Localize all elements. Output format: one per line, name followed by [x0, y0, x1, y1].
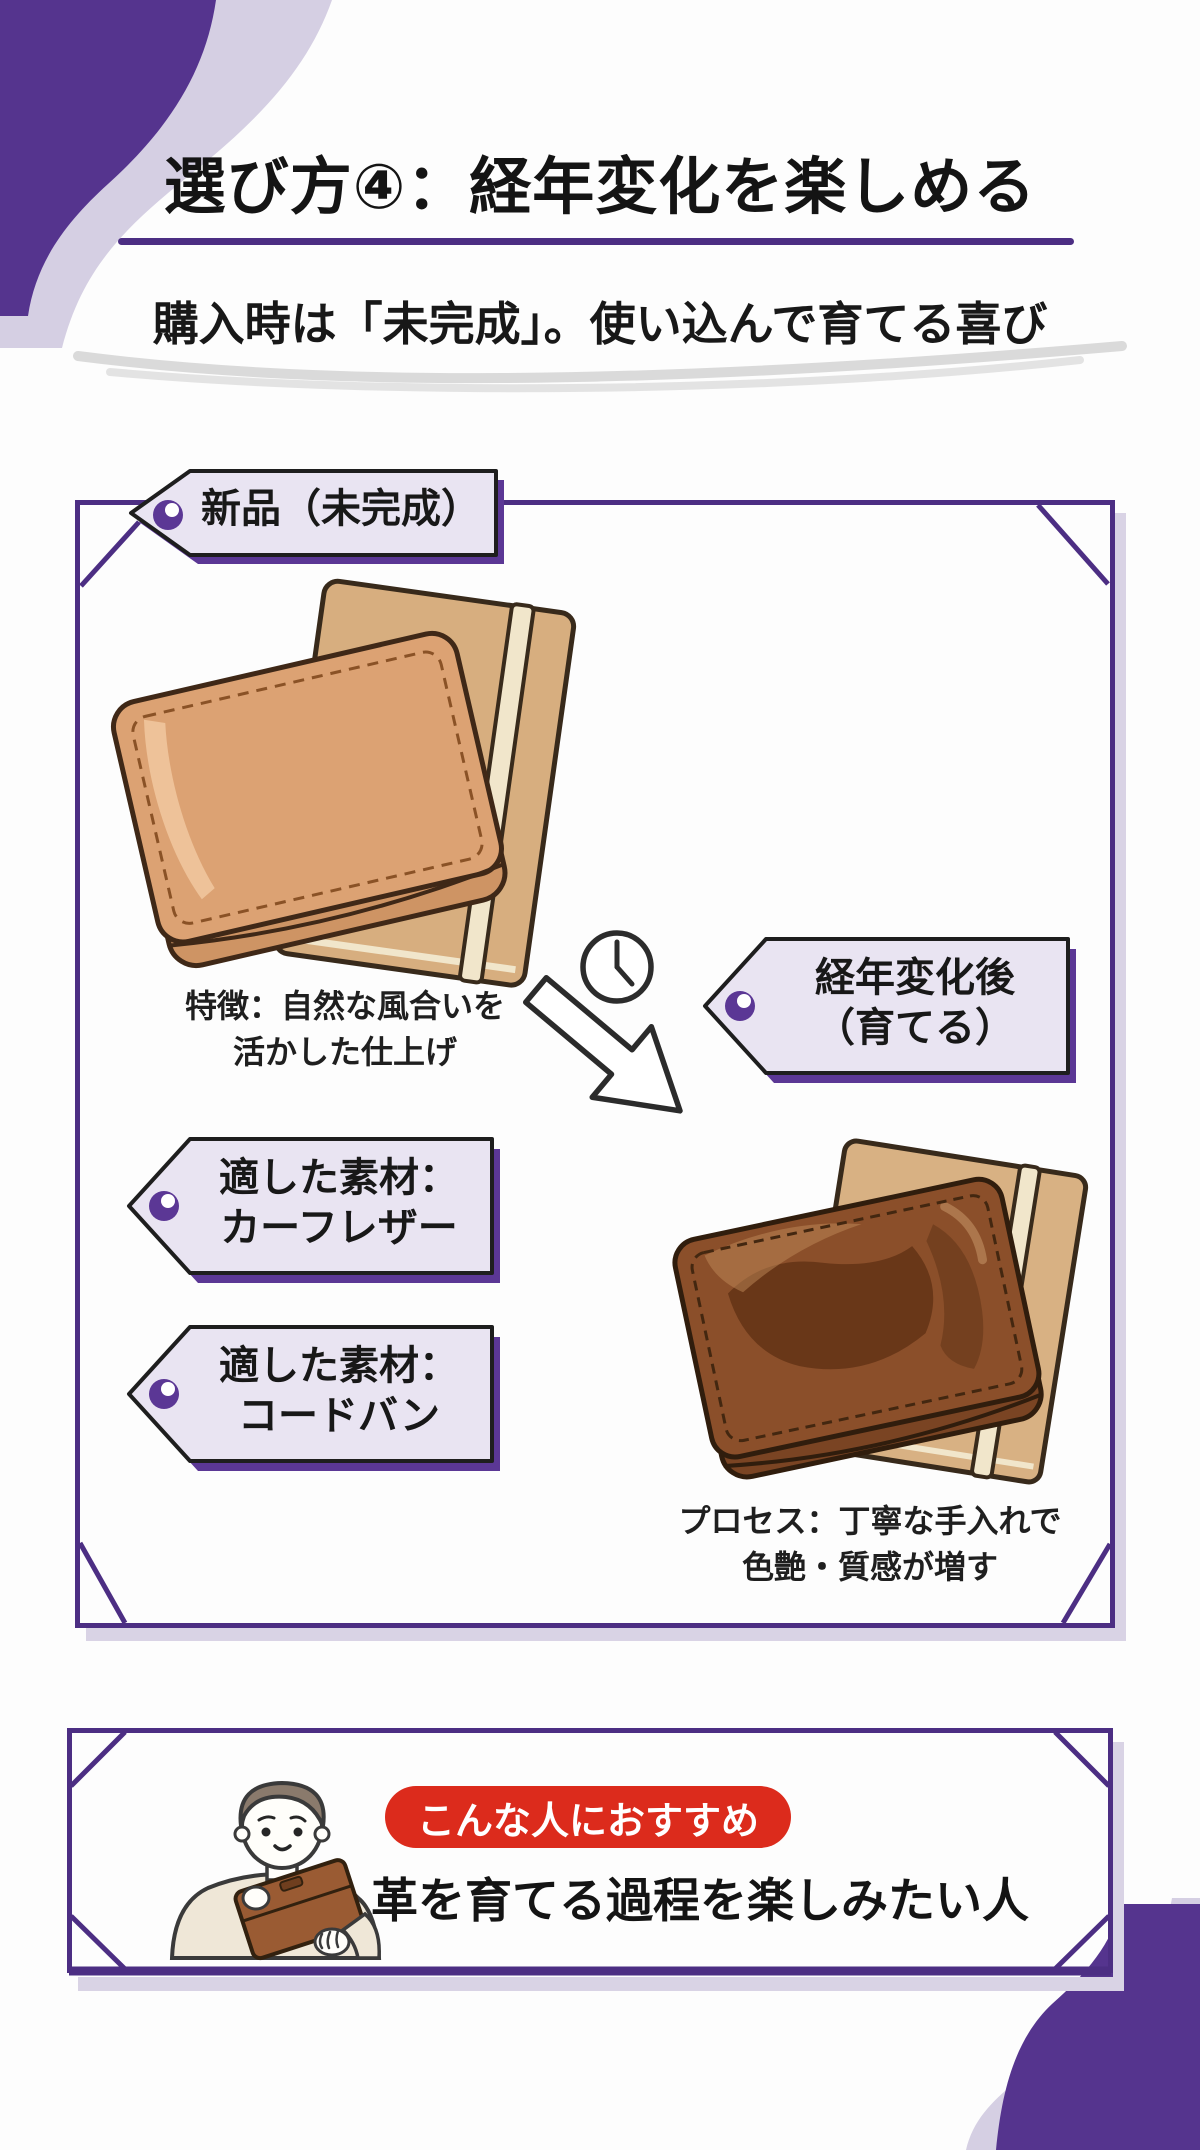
note-before: 特徴：自然な風合いを 活かした仕上げ — [150, 983, 540, 1076]
note-after-line2: 色艶・質感が増す — [741, 1549, 998, 1586]
recommend-badge: こんな人におすすめ — [385, 1786, 791, 1848]
person-eye — [293, 1827, 303, 1837]
tag-new-item-label: 新品（未完成） — [201, 486, 481, 531]
tag-aged-label: 経年変化後 （育てる） — [762, 932, 1068, 1074]
tag-new-item-shape — [129, 469, 504, 564]
note-after: プロセス：丁寧な手入れで 色艶・質感が増す — [670, 1498, 1070, 1591]
page-title: 選び方④：経年変化を楽しめる — [163, 153, 1037, 222]
person-sleeve — [340, 1911, 381, 1960]
tag-material-calf-label: 適した素材： カーフレザー — [186, 1132, 492, 1274]
recommendation-frame — [67, 1728, 1113, 1977]
person-eye — [261, 1827, 271, 1837]
main-frame-border — [75, 500, 1115, 1628]
tag-material-calf-line2: カーフレザー — [220, 1206, 458, 1250]
clock-icon — [580, 930, 654, 1004]
tag-material-calf-shape — [127, 1137, 500, 1283]
tag-material-cordovan-line2: コードバン — [238, 1394, 440, 1438]
illustration-aged-wallet — [672, 1138, 1089, 1485]
illustration-new-wallet — [110, 578, 577, 988]
person-ear — [313, 1825, 331, 1843]
recommend-text: 革を育てる過程を楽しみたい人 — [371, 1874, 1029, 1927]
tag-material-calf: 適した素材： カーフレザー — [124, 1130, 504, 1288]
tag-aged: 経年変化後 （育てる） — [700, 930, 1080, 1088]
main-diagram-frame — [75, 500, 1115, 1628]
subtitle-swoosh — [73, 341, 1127, 393]
tag-aged-shape — [703, 937, 1076, 1083]
person-hand — [313, 1927, 351, 1957]
new-wallet — [110, 630, 508, 969]
tag-aged-line2: （育てる） — [815, 1006, 1015, 1050]
note-before-line2: 活かした仕上げ — [232, 1034, 457, 1071]
corner-blob-top-left-icon — [0, 0, 332, 348]
person-hair — [238, 1781, 326, 1828]
arrow-down-right-icon — [522, 974, 683, 1114]
tag-aged-line1: 経年変化後 — [815, 955, 1015, 1000]
tag-material-cordovan: 適した素材： コードバン — [124, 1318, 504, 1476]
tag-material-cordovan-line1: 適した素材： — [219, 1343, 459, 1388]
recommendation-frame-border — [67, 1728, 1113, 1976]
title-underline — [118, 238, 1074, 245]
note-before-line1: 特徴：自然な風合いを — [184, 988, 505, 1024]
tag-material-calf-line1: 適した素材： — [219, 1155, 459, 1200]
person-illustration — [169, 1781, 382, 1961]
person-hand — [241, 1885, 271, 1911]
tag-material-cordovan-label: 適した素材： コードバン — [186, 1320, 492, 1462]
corner-blob-bottom-right-icon — [966, 1898, 1200, 2150]
aged-wallet — [672, 1176, 1044, 1480]
page-subtitle: 購入時は「未完成」。使い込んで育てる喜び — [152, 298, 1048, 350]
person-ear — [233, 1825, 251, 1843]
tag-material-cordovan-shape — [127, 1325, 500, 1471]
tag-new-item: 新品（未完成） — [126, 463, 506, 565]
note-after-line1: プロセス：丁寧な手入れで — [678, 1503, 1062, 1539]
